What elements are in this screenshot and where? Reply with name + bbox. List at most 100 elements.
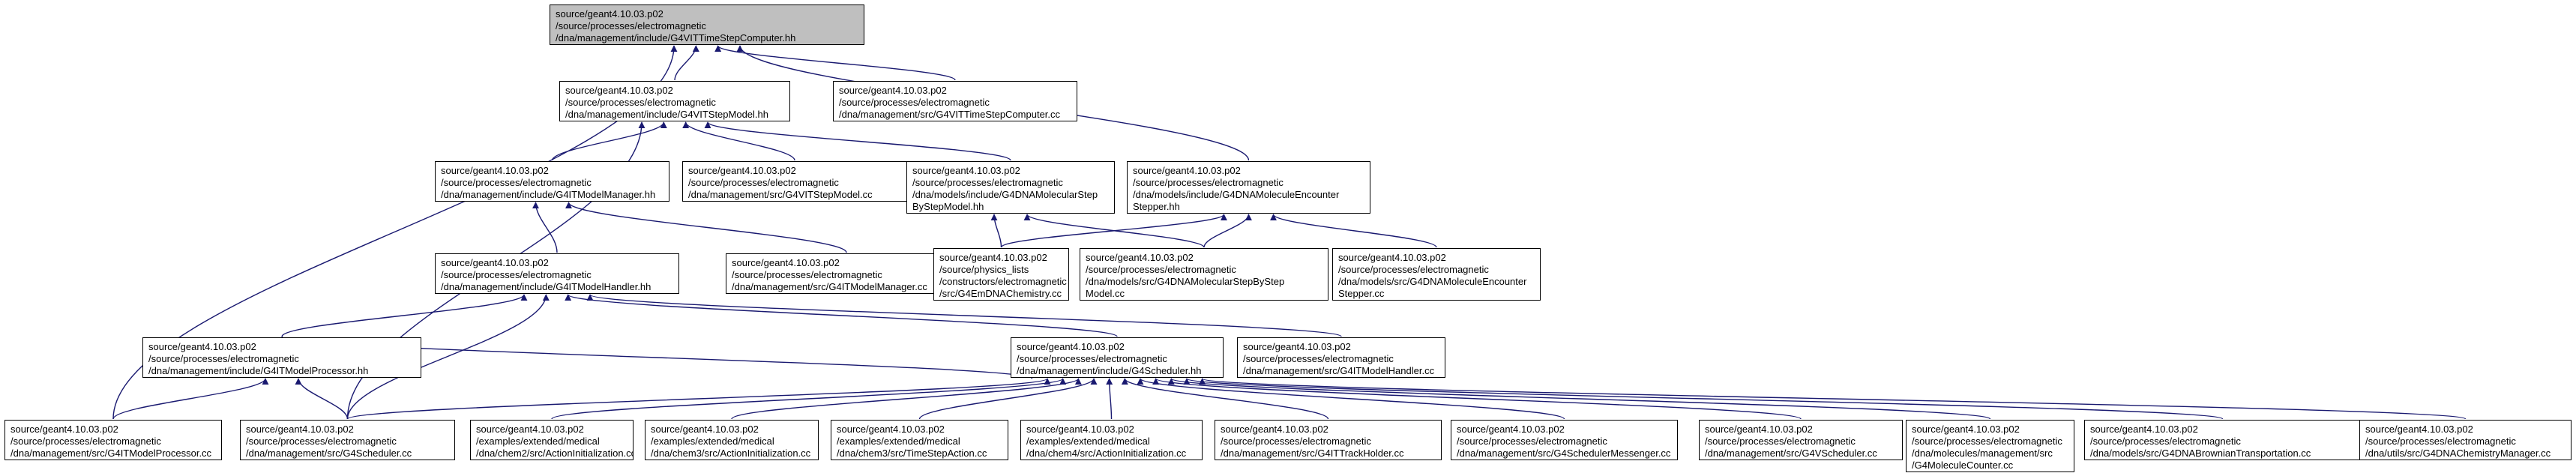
graph-node[interactable]: source/geant4.10.03.p02/source/processes…: [1011, 337, 1224, 378]
node-label-line: /dna/chem3/src/ActionInitialization.cc: [651, 448, 811, 459]
node-label-line: /dna/models/src/G4DNAMolecularStepByStep: [1086, 276, 1285, 287]
node-label-line: source/geant4.10.03.p02: [837, 424, 945, 435]
node-label-line: /examples/extended/medical: [651, 436, 774, 447]
node-label-line: source/geant4.10.03.p02: [1338, 252, 1446, 263]
node-label-line: source/geant4.10.03.p02: [1086, 252, 1194, 263]
edge-n17-to-n13: [551, 378, 1066, 420]
edge-n16-to-n7: [346, 294, 550, 420]
edge-n22-to-n13: [1137, 378, 1565, 420]
node-label-line: source/geant4.10.03.p02: [2365, 424, 2473, 435]
graph-node[interactable]: source/geant4.10.03.p02/source/processes…: [1080, 248, 1328, 301]
node-label-line: /source/processes/electromagnetic: [441, 177, 592, 188]
node-label-line: source/geant4.10.03.p02: [912, 165, 1020, 176]
node-label-line: source/geant4.10.03.p02: [651, 424, 759, 435]
edge-n4-to-n1: [682, 121, 795, 161]
node-label-line: /source/physics_lists: [939, 264, 1029, 275]
edge-n25-to-n13: [1184, 378, 2224, 420]
graph-node-root[interactable]: source/geant4.10.03.p02/source/processes…: [550, 4, 864, 45]
node-label-line: source/geant4.10.03.p02: [1133, 165, 1241, 176]
node-label-line: source/geant4.10.03.p02: [441, 165, 549, 176]
graph-node[interactable]: source/geant4.10.03.p02/source/processes…: [906, 161, 1115, 214]
graph-node[interactable]: source/geant4.10.03.p02/source/processes…: [4, 420, 222, 460]
node-label-line: /dna/management/src/G4VScheduler.cc: [1705, 448, 1877, 459]
node-label-line: source/geant4.10.03.p02: [1243, 341, 1351, 352]
edge-n1-to-n0: [674, 45, 699, 81]
graph-node[interactable]: source/geant4.10.03.p02/examples/extende…: [645, 420, 819, 460]
graph-node[interactable]: source/geant4.10.03.p02/source/processes…: [833, 81, 1077, 121]
edge-n23-to-n13: [1152, 378, 1802, 420]
node-label-line: /dna/management/include/G4ITModelManager…: [441, 189, 656, 200]
edge-n14-to-n7: [586, 294, 1342, 337]
graph-node[interactable]: source/geant4.10.03.p02/source/processes…: [240, 420, 455, 460]
node-label-line: /dna/management/include/G4ITModelProcess…: [148, 365, 369, 376]
node-label-line: /source/processes/electromagnetic: [2090, 436, 2241, 447]
node-label-line: /source/processes/electromagnetic: [441, 269, 592, 280]
node-label-line: /source/processes/electromagnetic: [732, 269, 882, 280]
edge-n12-to-n7: [281, 294, 528, 337]
graph-node[interactable]: source/geant4.10.03.p02/examples/extende…: [831, 420, 1008, 460]
graph-node[interactable]: source/geant4.10.03.p02/source/processes…: [682, 161, 907, 202]
graph-node[interactable]: source/geant4.10.03.p02/source/processes…: [1699, 420, 1903, 460]
graph-node[interactable]: source/geant4.10.03.p02/source/processes…: [1451, 420, 1678, 460]
node-label-line: /source/processes/electromagnetic: [1338, 264, 1489, 275]
node-label-line: source/geant4.10.03.p02: [839, 85, 947, 96]
node-label-line: /dna/chem2/src/ActionInitialization.cc: [476, 448, 634, 459]
graph-node[interactable]: source/geant4.10.03.p02/source/processes…: [435, 161, 669, 202]
graph-node[interactable]: source/geant4.10.03.p02/source/processes…: [1906, 420, 2074, 472]
node-label-line: /dna/management/include/G4VITStepModel.h…: [565, 109, 769, 120]
node-label-line: source/geant4.10.03.p02: [1705, 424, 1813, 435]
node-label-line: source/geant4.10.03.p02: [1017, 341, 1125, 352]
graph-node[interactable]: source/geant4.10.03.p02/source/processes…: [1215, 420, 1442, 460]
node-label-line: /source/processes/electromagnetic: [688, 177, 839, 188]
node-label-line: /dna/management/src/G4Scheduler.cc: [246, 448, 412, 459]
node-label-line: /source/processes/electromagnetic: [839, 97, 990, 108]
node-label-line: /dna/management/src/G4ITModelManager.cc: [732, 281, 927, 292]
edge-n8-to-n3: [565, 202, 847, 253]
node-label-line: /source/processes/electromagnetic: [1457, 436, 1607, 447]
graph-node[interactable]: source/geant4.10.03.p02/source/processes…: [435, 253, 679, 294]
edge-n15-to-n12: [112, 378, 269, 420]
node-label-line: /dna/management/include/G4ITModelHandler…: [441, 281, 651, 292]
node-label-line: source/geant4.10.03.p02: [939, 252, 1047, 263]
graph-node[interactable]: source/geant4.10.03.p02/source/processes…: [2084, 420, 2361, 460]
graph-node[interactable]: source/geant4.10.03.p02/source/processes…: [2359, 420, 2572, 460]
edge-n7-to-n3: [532, 202, 558, 253]
graph-node[interactable]: source/geant4.10.03.p02/source/physics_l…: [933, 248, 1069, 301]
edge-n16-to-n13: [346, 378, 1051, 420]
node-label-line: /constructors/electromagnetic: [939, 276, 1067, 287]
node-label-line: /dna/management/src/G4SchedulerMessenger…: [1457, 448, 1671, 459]
graph-node[interactable]: source/geant4.10.03.p02/source/processes…: [1127, 161, 1370, 214]
node-label-line: Stepper.hh: [1133, 201, 1180, 212]
edge-n19-to-n13: [918, 378, 1098, 420]
node-label-line: /dna/management/include/G4Scheduler.hh: [1017, 365, 1202, 376]
edge-n20-to-n13: [1106, 378, 1113, 420]
graph-node[interactable]: source/geant4.10.03.p02/source/processes…: [559, 81, 790, 121]
node-label-line: /src/G4EmDNAChemistry.cc: [939, 288, 1062, 299]
node-label-line: /dna/management/src/G4VITStepModel.cc: [688, 189, 873, 200]
edge-n24-to-n13: [1168, 378, 1991, 420]
node-label-line: /dna/management/include/G4VITTimeStepCom…: [556, 32, 796, 43]
graph-node[interactable]: source/geant4.10.03.p02/source/processes…: [726, 253, 967, 294]
node-label-line: /dna/models/include/G4DNAMoleculeEncount…: [1133, 189, 1340, 200]
node-label-line: /source/processes/electromagnetic: [246, 436, 397, 447]
edge-n18-to-n13: [731, 378, 1082, 420]
edge-n2-to-n0: [714, 45, 956, 81]
node-label-line: /source/processes/electromagnetic: [1133, 177, 1284, 188]
edge-n9-to-n5: [990, 214, 1002, 248]
graph-node[interactable]: source/geant4.10.03.p02/source/processes…: [1237, 337, 1445, 378]
graph-node[interactable]: source/geant4.10.03.p02/examples/extende…: [470, 420, 634, 460]
graph-node[interactable]: source/geant4.10.03.p02/source/processes…: [1332, 248, 1541, 301]
node-label-line: /dna/management/src/G4VITTimeStepCompute…: [839, 109, 1061, 120]
node-label-line: source/geant4.10.03.p02: [476, 424, 584, 435]
node-label-line: /source/processes/electromagnetic: [1912, 436, 2062, 447]
node-label-line: /dna/utils/src/G4DNAChemistryManager.cc: [2365, 448, 2551, 459]
node-label-line: /dna/management/src/G4ITModelHandler.cc: [1243, 365, 1435, 376]
graph-node[interactable]: source/geant4.10.03.p02/source/processes…: [142, 337, 421, 378]
node-label-line: /source/processes/electromagnetic: [565, 97, 716, 108]
node-label-line: /source/processes/electromagnetic: [912, 177, 1063, 188]
graph-node[interactable]: source/geant4.10.03.p02/examples/extende…: [1020, 420, 1203, 460]
node-label-line: source/geant4.10.03.p02: [688, 165, 796, 176]
node-label-line: source/geant4.10.03.p02: [1026, 424, 1134, 435]
